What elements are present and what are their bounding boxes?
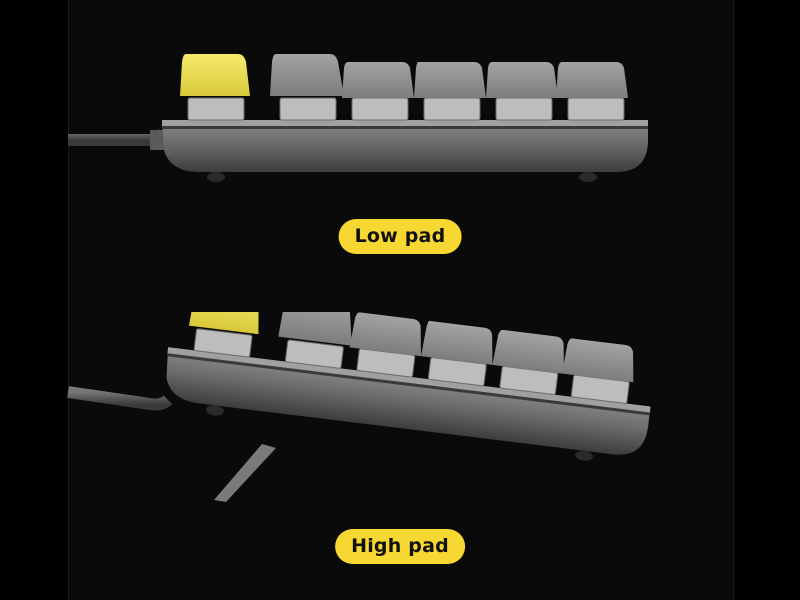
front-foot: [207, 172, 225, 182]
front-foot: [205, 405, 224, 416]
switches: [193, 328, 630, 404]
keycap-4: [486, 62, 558, 98]
keycap-3: [420, 320, 493, 365]
cable: [67, 386, 173, 411]
high-pad-label: High pad: [335, 529, 465, 564]
rear-foot: [575, 450, 593, 461]
keycap-5: [556, 62, 628, 98]
top-plate: [162, 120, 648, 126]
top-plate: [167, 347, 651, 413]
rear-foot: [579, 172, 597, 182]
left-border-panel: [0, 0, 69, 600]
low-pad-keyboard-image: [0, 40, 800, 200]
yellow-keycap: [188, 312, 259, 335]
keycap-1: [278, 312, 352, 346]
keycap-5: [561, 338, 634, 383]
switches: [187, 97, 625, 121]
keyboard-side-view-high: [67, 312, 651, 502]
kickstand-leg: [214, 444, 276, 502]
cable-connector: [150, 130, 166, 150]
keycap-2: [349, 312, 421, 357]
keyboard-side-view-low: [68, 54, 648, 182]
keycap-2: [342, 62, 414, 98]
keycap-1: [270, 54, 344, 96]
keycap-3: [414, 62, 486, 98]
yellow-keycap: [180, 54, 250, 96]
right-border-panel: [733, 0, 800, 600]
low-pad-label: Low pad: [338, 219, 462, 254]
cable: [68, 128, 170, 146]
keyboard-case: [162, 120, 648, 172]
high-pad-keyboard-image: [0, 312, 800, 512]
keycap-4: [492, 329, 564, 374]
keyboard-case: [166, 347, 651, 455]
